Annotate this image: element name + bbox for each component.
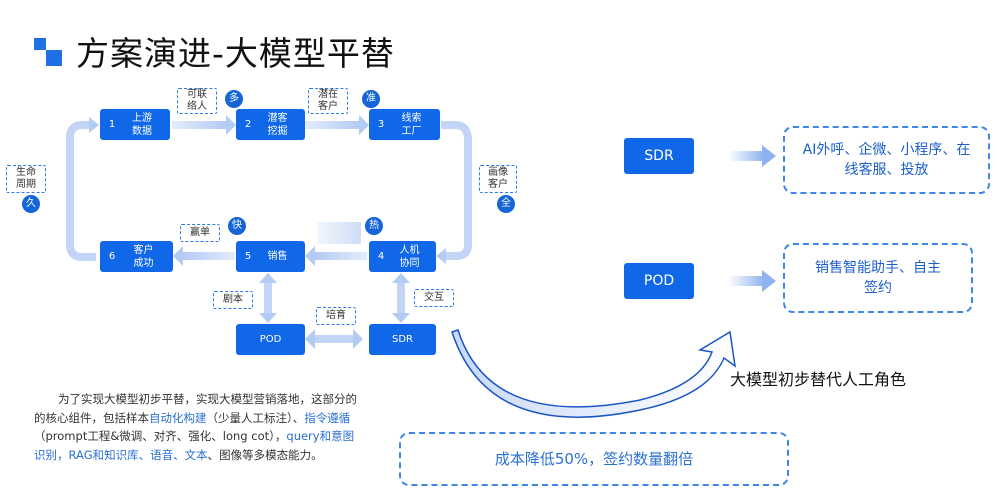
pod-box: POD (236, 324, 305, 355)
arrow-5-to-6 (173, 246, 235, 266)
tag-script: 剧本 (213, 291, 253, 309)
result-box: 成本降低50%，签约数量翻倍 (399, 432, 789, 486)
tag-contactable: 可联 络人 (177, 88, 217, 114)
tag-nurture: 培育 (316, 307, 356, 325)
step-1-box: 1 上游 数据 (100, 109, 170, 140)
badge-complete: 全 (497, 195, 515, 213)
double-arrow-pod-sdr (305, 329, 363, 349)
tag-lifecycle: 生命 周期 (6, 165, 46, 193)
tag-potential-customer: 潜在 客户 (308, 88, 348, 114)
sdr-box: SDR (369, 324, 436, 355)
badge-accurate: 准 (362, 90, 380, 108)
step-5-box: 5 销售 (236, 241, 305, 272)
loop-arrow-3-to-4 (441, 121, 472, 260)
step-3-box: 3 线索 工厂 (369, 109, 440, 140)
right-sdr-box: SDR (624, 138, 694, 174)
pod-functions-box: 销售智能助手、自主 签约 (783, 243, 973, 313)
arrow-sdr-to-channels (728, 145, 776, 167)
arrow-4-to-5 (305, 246, 367, 266)
tag-persona-customer: 画像 客户 (479, 165, 517, 193)
double-arrow-sales-pod (259, 273, 277, 323)
tag-win-deal: 赢单 (180, 224, 220, 242)
title-logo-icon (34, 38, 64, 68)
arrow-1-to-2 (172, 115, 236, 135)
big-curved-arrow (451, 329, 737, 418)
step-2-box: 2 潜客 挖掘 (236, 109, 305, 140)
badge-hot: 热 (365, 217, 383, 235)
heat-gradient-block (317, 222, 361, 244)
badge-fast: 快 (228, 217, 246, 235)
badge-long: 久 (22, 195, 40, 213)
right-pod-box: POD (624, 263, 694, 299)
step-6-box: 6 客户 成功 (100, 241, 173, 272)
badge-many: 多 (225, 90, 243, 108)
sdr-channels-box: AI外呼、企微、小程序、在 线客服、投放 (783, 126, 990, 194)
step-4-box: 4 人机 协同 (369, 241, 436, 272)
loop-arrow-6-to-1 (66, 121, 96, 261)
arrow-pod-to-functions (728, 270, 776, 292)
double-arrow-hm-sdr (392, 273, 410, 323)
tag-interaction: 交互 (414, 289, 454, 307)
page-title: 方案演进-大模型平替 (76, 34, 395, 73)
curve-caption: 大模型初步替代人工角色 (730, 370, 907, 389)
description-paragraph: 为了实现大模型初步平替，实现大模型营销落地，这部分的的核心组件，包括样本自动化构… (34, 392, 357, 462)
arrow-2-to-3 (305, 115, 369, 135)
